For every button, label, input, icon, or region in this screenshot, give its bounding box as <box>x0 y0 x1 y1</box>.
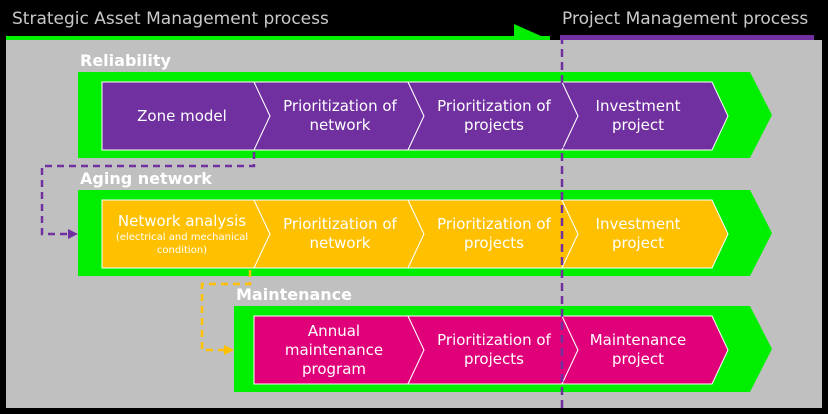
section-title-maintenance: Maintenance <box>236 285 353 304</box>
aging-step-investment-project-shape <box>561 199 729 269</box>
aging-to-maintenance-arrowhead <box>224 345 234 355</box>
strategic-asset-management-header: Strategic Asset Management process <box>12 9 329 29</box>
project-management-header: Project Management process <box>562 9 809 29</box>
step-label: Network analysis <box>117 211 247 230</box>
section-title-reliability: Reliability <box>80 51 171 70</box>
reliability-step-prioritization-network: Prioritization of network <box>266 82 414 150</box>
project-timeline-bar <box>560 35 814 40</box>
section-title-aging-network: Aging network <box>80 169 212 188</box>
step-label: Investment project <box>595 97 681 134</box>
strategic-timeline-arrowhead <box>514 24 550 40</box>
reliability-step-investment-project: Investment project <box>574 82 702 150</box>
step-label: Maintenance project <box>589 331 687 368</box>
reliability-to-aging-connector <box>40 152 256 236</box>
maintenance-step-maintenance-project: Maintenance project <box>574 316 702 384</box>
reliability-to-aging-arrowhead <box>68 229 78 239</box>
reliability-step-zone-model: Zone model <box>104 82 260 150</box>
aging-to-maintenance-connector <box>200 270 252 352</box>
step-label: Investment project <box>595 215 681 252</box>
aging-step-prioritization-projects: Prioritization of projects <box>420 200 568 268</box>
aging-step-prioritization-network: Prioritization of network <box>266 200 414 268</box>
step-label: Prioritization of network <box>283 97 397 134</box>
reliability-step-investment-project-shape <box>561 81 729 151</box>
step-sublabel: (electrical and mechanical condition) <box>115 231 249 256</box>
maintenance-step-maintenance-project-shape <box>561 315 729 385</box>
aging-step-network-analysis: Network analysis (electrical and mechani… <box>104 200 260 268</box>
maintenance-step-annual-program: Annual maintenance program <box>258 316 410 384</box>
step-label: Prioritization of projects <box>437 331 551 368</box>
strategic-timeline-bar <box>6 36 550 40</box>
step-label: Prioritization of projects <box>437 215 551 252</box>
step-label: Zone model <box>137 106 227 125</box>
step-label: Prioritization of projects <box>437 97 551 134</box>
step-label: Annual maintenance program <box>284 321 384 378</box>
aging-step-investment-project: Investment project <box>574 200 702 268</box>
step-label: Prioritization of network <box>283 215 397 252</box>
reliability-step-prioritization-projects: Prioritization of projects <box>420 82 568 150</box>
maintenance-step-prioritization-projects: Prioritization of projects <box>420 316 568 384</box>
